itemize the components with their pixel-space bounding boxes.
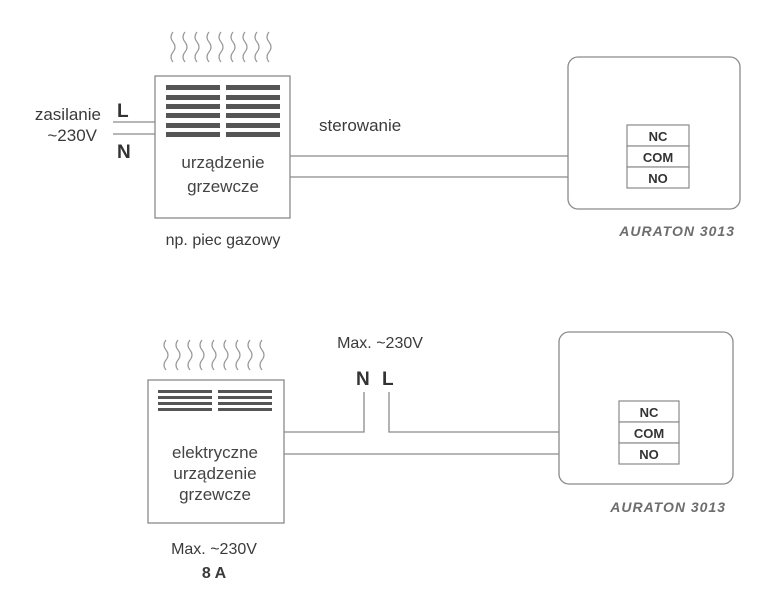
brand-label: AURATON 3013	[609, 499, 726, 515]
terminal-block: NC COM NO	[626, 124, 690, 189]
terminal-no-label: NO	[639, 447, 659, 462]
terminal-block: NC COM NO	[618, 400, 680, 465]
terminal-nc-label: NC	[640, 405, 659, 420]
device-caption: np. piec gazowy	[166, 232, 281, 249]
device-label-line1: urządzenie	[181, 153, 264, 172]
terminal-no	[626, 166, 690, 189]
supply-voltage-label: ~230V	[47, 126, 97, 145]
diagram-electric-heater: elektryczne urządzenie grzewcze Max. ~23…	[147, 331, 734, 582]
control-label: sterowanie	[319, 116, 401, 135]
diagram-gas-boiler: zasilanie ~230V L N urządzenie grzewcze …	[35, 31, 741, 249]
device-label-line2: grzewcze	[187, 177, 259, 196]
line-N-label: N	[356, 369, 370, 390]
supply-max-label: Max. ~230V	[337, 335, 423, 352]
wire-N	[284, 392, 365, 433]
line-L-label: L	[117, 101, 129, 122]
terminal-nc-label: NC	[649, 129, 668, 144]
grille-icon	[166, 85, 280, 137]
heat-waves-icon	[163, 339, 265, 371]
heater-label-line2: urządzenie	[173, 464, 256, 483]
line-N-label: N	[117, 142, 131, 163]
terminal-no-label: NO	[648, 171, 668, 186]
line-L-label: L	[382, 369, 394, 390]
heater-max-current: 8 A	[202, 565, 227, 582]
grille-icon	[158, 390, 272, 411]
terminal-no	[618, 442, 680, 465]
supply-label: zasilanie	[35, 105, 101, 124]
heater-label-line3: grzewcze	[179, 485, 251, 504]
heat-waves-icon	[170, 31, 272, 63]
heater-label-line1: elektryczne	[172, 443, 258, 462]
heater-max-voltage: Max. ~230V	[171, 541, 257, 558]
terminal-com-label: COM	[634, 426, 664, 441]
brand-label: AURATON 3013	[618, 223, 735, 239]
wire-L-to-com	[388, 392, 619, 433]
terminal-com-label: COM	[643, 150, 673, 165]
